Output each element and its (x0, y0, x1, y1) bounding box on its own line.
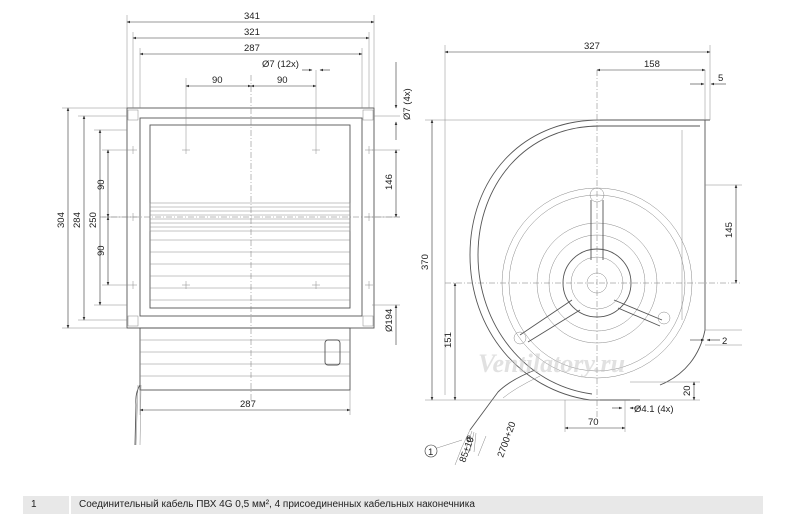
dim-146: 146 (384, 174, 395, 190)
dim-height-250: 250 (88, 212, 99, 228)
dim-20: 20 (682, 385, 693, 396)
dim-151: 151 (443, 332, 454, 348)
callout-marker: 1 (428, 447, 433, 458)
technical-drawing: 341 321 287 Ø7 (12x) 90 90 Ø7 (4x) 304 2… (56, 11, 742, 466)
dim-hole-4x: Ø7 (4x) (402, 88, 413, 120)
dim-hole-12x: Ø7 (12x) (262, 59, 299, 70)
dim-327: 327 (584, 41, 600, 52)
dim-2: 2 (722, 336, 727, 347)
legend-row: 1 Соединительный кабель ПВХ 4G 0,5 мм², … (23, 496, 763, 514)
legend-text: Соединительный кабель ПВХ 4G 0,5 мм², 4 … (71, 496, 763, 514)
dim-height-304: 304 (56, 212, 67, 228)
dim-dia-194: Ø194 (384, 309, 395, 332)
dim-inner-90-top: 90 (96, 179, 107, 190)
dim-inner-90-bottom: 90 (96, 245, 107, 256)
dim-width-341: 341 (244, 11, 260, 22)
dim-145: 145 (724, 222, 735, 238)
dim-height-284: 284 (72, 212, 83, 228)
dim-width-287: 287 (244, 43, 260, 54)
dim-cable-85: 85±10 (457, 435, 476, 464)
dim-cable-2700: 2700+20 (495, 420, 518, 459)
watermark: Ventilatory.ru (478, 349, 625, 378)
front-view: 341 321 287 Ø7 (12x) 90 90 Ø7 (4x) 304 2… (56, 11, 413, 446)
dim-158: 158 (644, 59, 660, 70)
side-view: 327 158 5 370 151 145 2 20 (420, 41, 742, 466)
dim-5: 5 (718, 73, 723, 84)
dim-370: 370 (420, 254, 431, 270)
legend-number: 1 (23, 496, 69, 514)
dim-bottom-287: 287 (240, 399, 256, 410)
dim-width-321: 321 (244, 27, 260, 38)
dim-hole-4-1: Ø4.1 (4x) (634, 404, 674, 415)
dim-70: 70 (588, 417, 599, 428)
dim-cable-6: 6 (466, 434, 471, 445)
dim-spacing-90-left: 90 (212, 75, 223, 86)
dim-spacing-90-right: 90 (277, 75, 288, 86)
